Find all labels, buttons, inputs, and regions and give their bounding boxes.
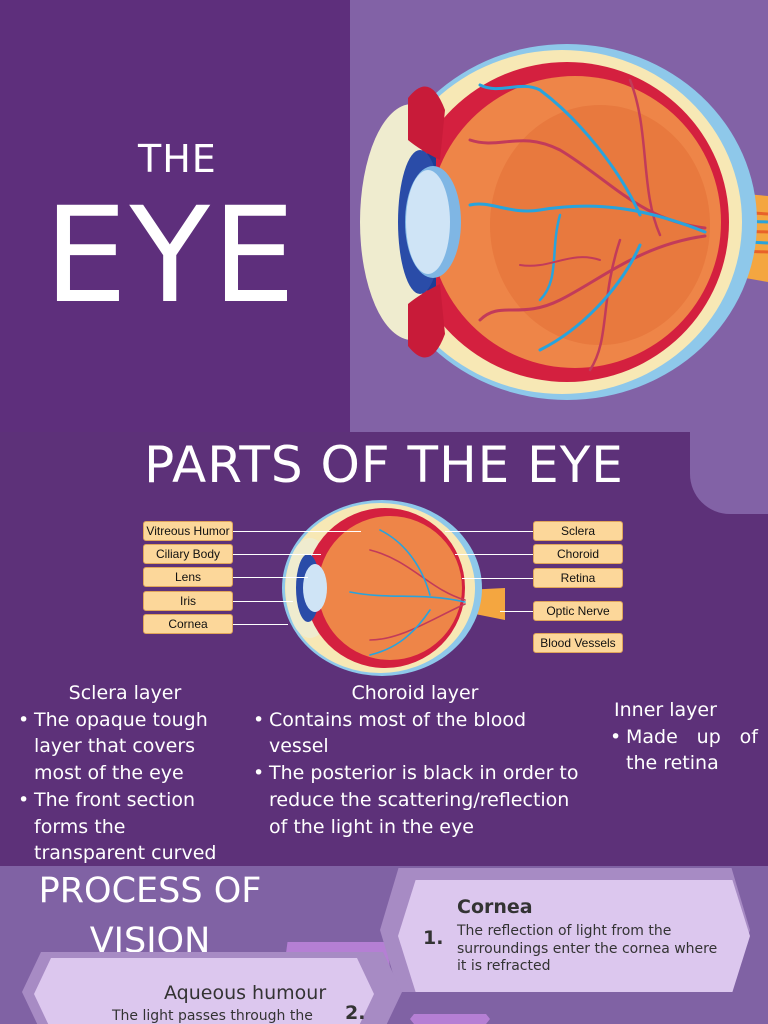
sclera-bullet: The opaque tough layer that covers most … — [14, 707, 236, 787]
step-2-text: The light passes through the — [112, 1008, 313, 1024]
label-iris: Iris — [143, 591, 233, 611]
label-lens: Lens — [143, 567, 233, 587]
step-1-title: Cornea — [457, 896, 533, 918]
step-2-title: Aqueous humour — [164, 982, 327, 1004]
inner-bullet: Made up of the retina — [606, 724, 758, 777]
step-1-card — [398, 880, 750, 992]
inner-layer-column: Inner layer Made up of the retina — [606, 697, 758, 777]
step-2-number: 2. — [345, 1002, 366, 1024]
eye-parts-diagram — [282, 500, 505, 676]
leader-line — [233, 554, 321, 555]
inner-layer-heading: Inner layer — [614, 699, 717, 721]
choroid-layer-column: Choroid layer Contains most of the blood… — [249, 680, 581, 840]
label-retina: Retina — [533, 568, 623, 588]
leader-line — [445, 531, 533, 532]
hero-title: EYE — [44, 179, 298, 333]
leader-line — [233, 624, 288, 625]
sclera-bullet: The front section forms the transparent … — [14, 787, 236, 867]
eye-cross-section-illustration — [360, 44, 768, 400]
parts-title: PARTS OF THE EYE — [144, 436, 624, 494]
choroid-bullet: The posterior is black in order to reduc… — [249, 760, 581, 840]
leader-line — [233, 531, 361, 532]
label-ciliary-body: Ciliary Body — [143, 544, 233, 564]
leader-line — [233, 601, 293, 602]
leader-line — [233, 577, 308, 578]
step-2-card — [34, 958, 374, 1024]
sclera-layer-heading: Sclera layer — [68, 682, 182, 704]
leader-line — [500, 611, 533, 612]
step-1-text: The reflection of light from the surroun… — [457, 923, 718, 974]
label-blood-vessels: Blood Vessels — [533, 633, 623, 653]
process-title: PROCESS OF VISION — [38, 871, 262, 961]
decorative-hexagon — [410, 1014, 490, 1024]
label-optic-nerve: Optic Nerve — [533, 601, 623, 621]
sclera-layer-column: Sclera layer The opaque tough layer that… — [14, 680, 236, 867]
choroid-bullet: Contains most of the blood vessel — [249, 707, 581, 760]
label-vitreous-humor: Vitreous Humor — [143, 521, 233, 541]
leader-line — [462, 578, 533, 579]
choroid-layer-heading: Choroid layer — [351, 682, 479, 704]
label-cornea: Cornea — [143, 614, 233, 634]
leader-line — [455, 554, 533, 555]
hero-the-word: THE — [138, 137, 217, 181]
label-sclera: Sclera — [533, 521, 623, 541]
decorative-blob — [690, 432, 768, 514]
step-1-number: 1. — [423, 927, 444, 949]
label-choroid: Choroid — [533, 544, 623, 564]
